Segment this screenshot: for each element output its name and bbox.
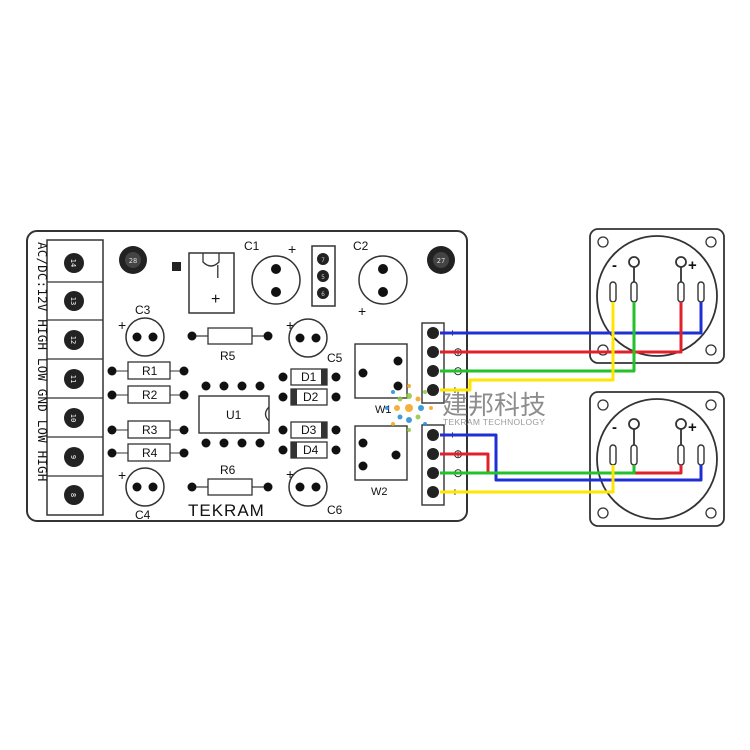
watermark-cn: 建邦科技: [442, 391, 546, 421]
ic-u1: U1: [198, 381, 270, 448]
d2-label: D2: [303, 390, 319, 404]
capacitor-c3: C3 +: [118, 303, 165, 357]
c3-plus: +: [118, 317, 126, 333]
mount-hole-number: 27: [437, 257, 445, 265]
diode-d3: D3: [278, 421, 341, 439]
meter-plus-label: +: [688, 257, 697, 274]
w1-label: W1: [375, 404, 392, 416]
c5-label: C5: [327, 351, 343, 365]
c2-plus: +: [358, 303, 366, 319]
terminal-screw-11: 11: [64, 369, 84, 389]
wire-blue-top: [440, 302, 703, 335]
resistor-r4: R4: [107, 443, 189, 462]
mount-hole-28: 28: [119, 246, 147, 274]
r4-label: R4: [142, 446, 158, 460]
meter-top: - +: [589, 228, 725, 364]
terminal-number: 11: [69, 375, 77, 383]
bridge-rectifier: | +: [188, 252, 235, 314]
capacitor-c4: + C4: [118, 467, 165, 522]
r1-label: R1: [142, 364, 158, 378]
terminal-screw-10: 10: [64, 408, 84, 428]
c2-label: C2: [353, 239, 369, 253]
terminal-screw-13: 13: [64, 291, 84, 311]
trimmer-w2: W2: [354, 425, 408, 498]
resistor-r6: R6: [187, 463, 273, 496]
terminal-number: 8: [69, 493, 77, 497]
regulator-pins: 7 5 6: [311, 245, 336, 307]
w2-label: W2: [371, 486, 388, 498]
reg-pin: 7: [321, 257, 325, 264]
r5-label: R5: [220, 349, 236, 363]
meter-bottom: - +: [589, 391, 725, 527]
wire-blue-bottom: [440, 433, 703, 482]
c1-plus: +: [288, 241, 296, 257]
terminal-function-label: AC/DC:12V HIGH LOW GND LOW HIGH: [35, 242, 50, 482]
square-pad: [172, 262, 181, 271]
meter-minus-label: -: [612, 419, 617, 436]
d3-label: D3: [301, 423, 317, 437]
sunburst-icon: [385, 384, 433, 432]
terminal-screw-9: 9: [64, 447, 84, 467]
wire-green-top: [440, 302, 636, 373]
d1-label: D1: [301, 370, 317, 384]
resistor-r1: R1: [107, 361, 189, 380]
trimmer-w1: W1: [354, 343, 408, 416]
rectifier-bar: |: [216, 262, 220, 278]
capacitor-c2: C2 +: [353, 239, 408, 319]
terminal-number: 9: [69, 455, 77, 459]
pcb-board: 14 13 12 11 10 9 8 AC/DC:12V HIGH LOW GN…: [26, 230, 468, 522]
reg-pin: 6: [321, 291, 325, 298]
r6-label: R6: [220, 463, 236, 477]
c5-cap-plus: +: [286, 317, 294, 333]
watermark-en: TEKRAM TECHNOLOGY: [443, 417, 545, 427]
c6-plus: +: [286, 466, 294, 482]
terminal-number: 12: [69, 336, 77, 344]
diode-d1: D1: [278, 368, 341, 386]
capacitor-c5-cap: + C5: [286, 317, 343, 365]
r3-label: R3: [142, 423, 158, 437]
resistor-r3: R3: [107, 420, 189, 439]
meter-minus-label: -: [612, 257, 617, 274]
r2-label: R2: [142, 388, 158, 402]
rectifier-plus: +: [211, 291, 220, 308]
left-terminal-block: 14 13 12 11 10 9 8: [46, 239, 104, 516]
capacitor-c6: + C6: [286, 466, 343, 517]
wire-yellow-bottom: [440, 465, 615, 494]
wires: [440, 302, 703, 494]
terminal-number: 14: [69, 259, 77, 267]
terminal-screw-14: 14: [64, 253, 84, 273]
resistor-r5: R5: [187, 327, 273, 363]
c6-label: C6: [327, 503, 343, 517]
capacitor-c1: C1 +: [244, 239, 301, 305]
c1-label: C1: [244, 239, 260, 253]
terminal-screw-12: 12: [64, 330, 84, 350]
c3-label: C3: [135, 303, 151, 317]
mount-hole-27: 27: [427, 246, 455, 274]
d4-label: D4: [303, 443, 319, 457]
wire-red-top: [440, 302, 683, 354]
diode-d4: D4: [278, 441, 341, 459]
wire-green-bottom: [440, 465, 636, 475]
diode-d2: D2: [278, 388, 341, 406]
watermark-logo: 建邦科技 TEKRAM TECHNOLOGY: [385, 384, 546, 432]
brand-label: TEKRAM: [188, 501, 265, 520]
mount-hole-number: 28: [129, 257, 137, 265]
terminal-number: 10: [69, 414, 77, 422]
reg-pin: 5: [321, 274, 325, 281]
meter-plus-label: +: [688, 419, 697, 436]
terminal-number: 13: [69, 297, 77, 305]
c4-plus: +: [118, 467, 126, 483]
resistor-r2: R2: [107, 385, 189, 404]
terminal-screw-8: 8: [64, 485, 84, 505]
u1-label: U1: [226, 408, 242, 422]
c4-label: C4: [135, 508, 151, 522]
wire-yellow-top: [440, 302, 615, 392]
